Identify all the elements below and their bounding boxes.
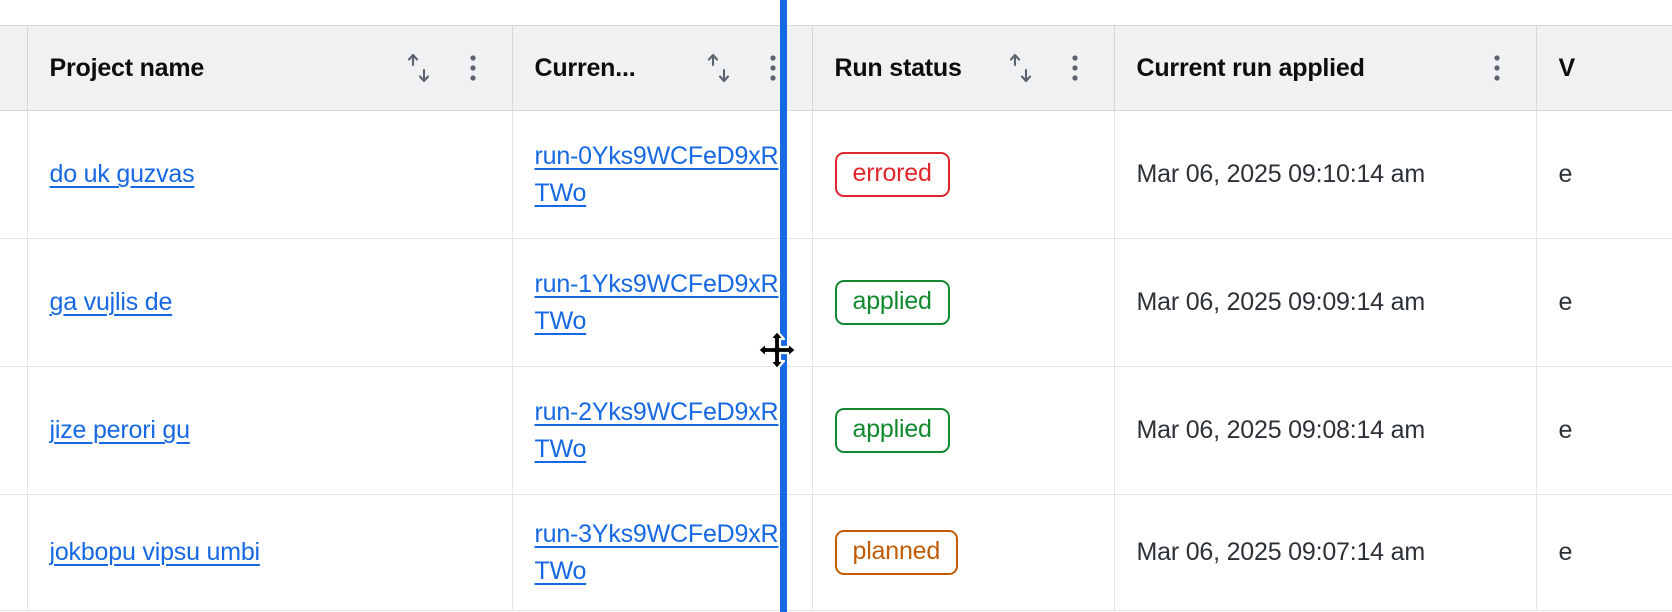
table-row[interactable]: ga vujlis de run-1Yks9WCFeD9xRTWo applie… xyxy=(0,238,1672,367)
cell-clipped: e xyxy=(1536,110,1672,239)
project-name-link[interactable]: jize perori gu xyxy=(49,416,191,445)
table-row[interactable]: jokbopu vipsu umbi run-3Yks9WCFeD9xRTWo … xyxy=(0,494,1672,611)
current-run-link[interactable]: run-3Yks9WCFeD9xRTWo xyxy=(534,520,779,585)
status-badge: errored xyxy=(834,152,950,197)
cell-run-status: applied xyxy=(812,238,1115,367)
cell-clipped: e xyxy=(1536,366,1672,495)
table-row[interactable]: do uk guzvas run-0Yks9WCFeD9xRTWo errore… xyxy=(0,110,1672,239)
row-select-cell[interactable] xyxy=(0,494,28,611)
column-header-current-run[interactable]: Curren... xyxy=(512,25,813,111)
cell-current-run-applied: Mar 06, 2025 09:08:14 am xyxy=(1114,366,1537,495)
table-body: do uk guzvas run-0Yks9WCFeD9xRTWo errore… xyxy=(0,110,1672,611)
cell-current-run-applied: Mar 06, 2025 09:10:14 am xyxy=(1114,110,1537,239)
status-badge: applied xyxy=(834,280,950,325)
column-header-clipped[interactable]: V xyxy=(1536,25,1672,111)
column-header-label-run-status: Run status xyxy=(834,53,962,82)
cell-current-run-applied: Mar 06, 2025 09:07:14 am xyxy=(1114,494,1537,611)
kebab-menu-icon[interactable] xyxy=(756,49,790,87)
project-name-link[interactable]: ga vujlis de xyxy=(49,288,173,317)
column-header-current-run-applied[interactable]: Current run applied xyxy=(1114,25,1537,111)
cell-run-status: errored xyxy=(812,110,1115,239)
table-header: Project name xyxy=(0,25,1672,111)
kebab-menu-icon[interactable] xyxy=(1480,49,1514,87)
header-row: Project name xyxy=(0,25,1672,111)
row-select-cell[interactable] xyxy=(0,238,28,367)
cell-project-name: ga vujlis de xyxy=(27,238,513,367)
cell-project-name: jize perori gu xyxy=(27,366,513,495)
column-header-label-clipped: V xyxy=(1558,53,1575,82)
sort-arrows-icon[interactable] xyxy=(702,49,736,87)
current-run-link[interactable]: run-2Yks9WCFeD9xRTWo xyxy=(534,398,779,463)
cell-project-name: jokbopu vipsu umbi xyxy=(27,494,513,611)
cell-clipped: e xyxy=(1536,238,1672,367)
cell-current-run: run-2Yks9WCFeD9xRTWo xyxy=(512,366,813,495)
column-header-label-current-run: Curren... xyxy=(534,53,636,82)
cell-run-status: applied xyxy=(812,366,1115,495)
top-whitespace-strip xyxy=(0,0,1672,25)
table-row[interactable]: jize perori gu run-2Yks9WCFeD9xRTWo appl… xyxy=(0,366,1672,495)
column-header-project-name[interactable]: Project name xyxy=(27,25,513,111)
table-scroll-container[interactable]: Project name xyxy=(0,25,1672,612)
row-select-cell[interactable] xyxy=(0,366,28,495)
current-run-link[interactable]: run-0Yks9WCFeD9xRTWo xyxy=(534,142,779,207)
column-header-run-status[interactable]: Run status xyxy=(812,25,1115,111)
project-name-link[interactable]: do uk guzvas xyxy=(49,160,195,189)
kebab-menu-icon[interactable] xyxy=(456,49,490,87)
sort-arrows-icon[interactable] xyxy=(1004,49,1038,87)
project-name-link[interactable]: jokbopu vipsu umbi xyxy=(49,538,261,567)
cell-current-run: run-3Yks9WCFeD9xRTWo xyxy=(512,494,813,611)
kebab-menu-icon[interactable] xyxy=(1058,49,1092,87)
column-header-label-project-name: Project name xyxy=(49,53,205,82)
cell-current-run: run-1Yks9WCFeD9xRTWo xyxy=(512,238,813,367)
cell-current-run: run-0Yks9WCFeD9xRTWo xyxy=(512,110,813,239)
sort-arrows-icon[interactable] xyxy=(402,49,436,87)
cell-project-name: do uk guzvas xyxy=(27,110,513,239)
status-badge: planned xyxy=(834,530,959,575)
cell-current-run-applied: Mar 06, 2025 09:09:14 am xyxy=(1114,238,1537,367)
current-run-link[interactable]: run-1Yks9WCFeD9xRTWo xyxy=(534,270,779,335)
row-select-cell[interactable] xyxy=(0,110,28,239)
column-header-label-current-run-applied: Current run applied xyxy=(1136,53,1365,82)
cell-run-status: planned xyxy=(812,494,1115,611)
column-header-select[interactable] xyxy=(0,25,28,111)
projects-table: Project name xyxy=(0,25,1672,611)
cell-clipped: e xyxy=(1536,494,1672,611)
status-badge: applied xyxy=(834,408,950,453)
